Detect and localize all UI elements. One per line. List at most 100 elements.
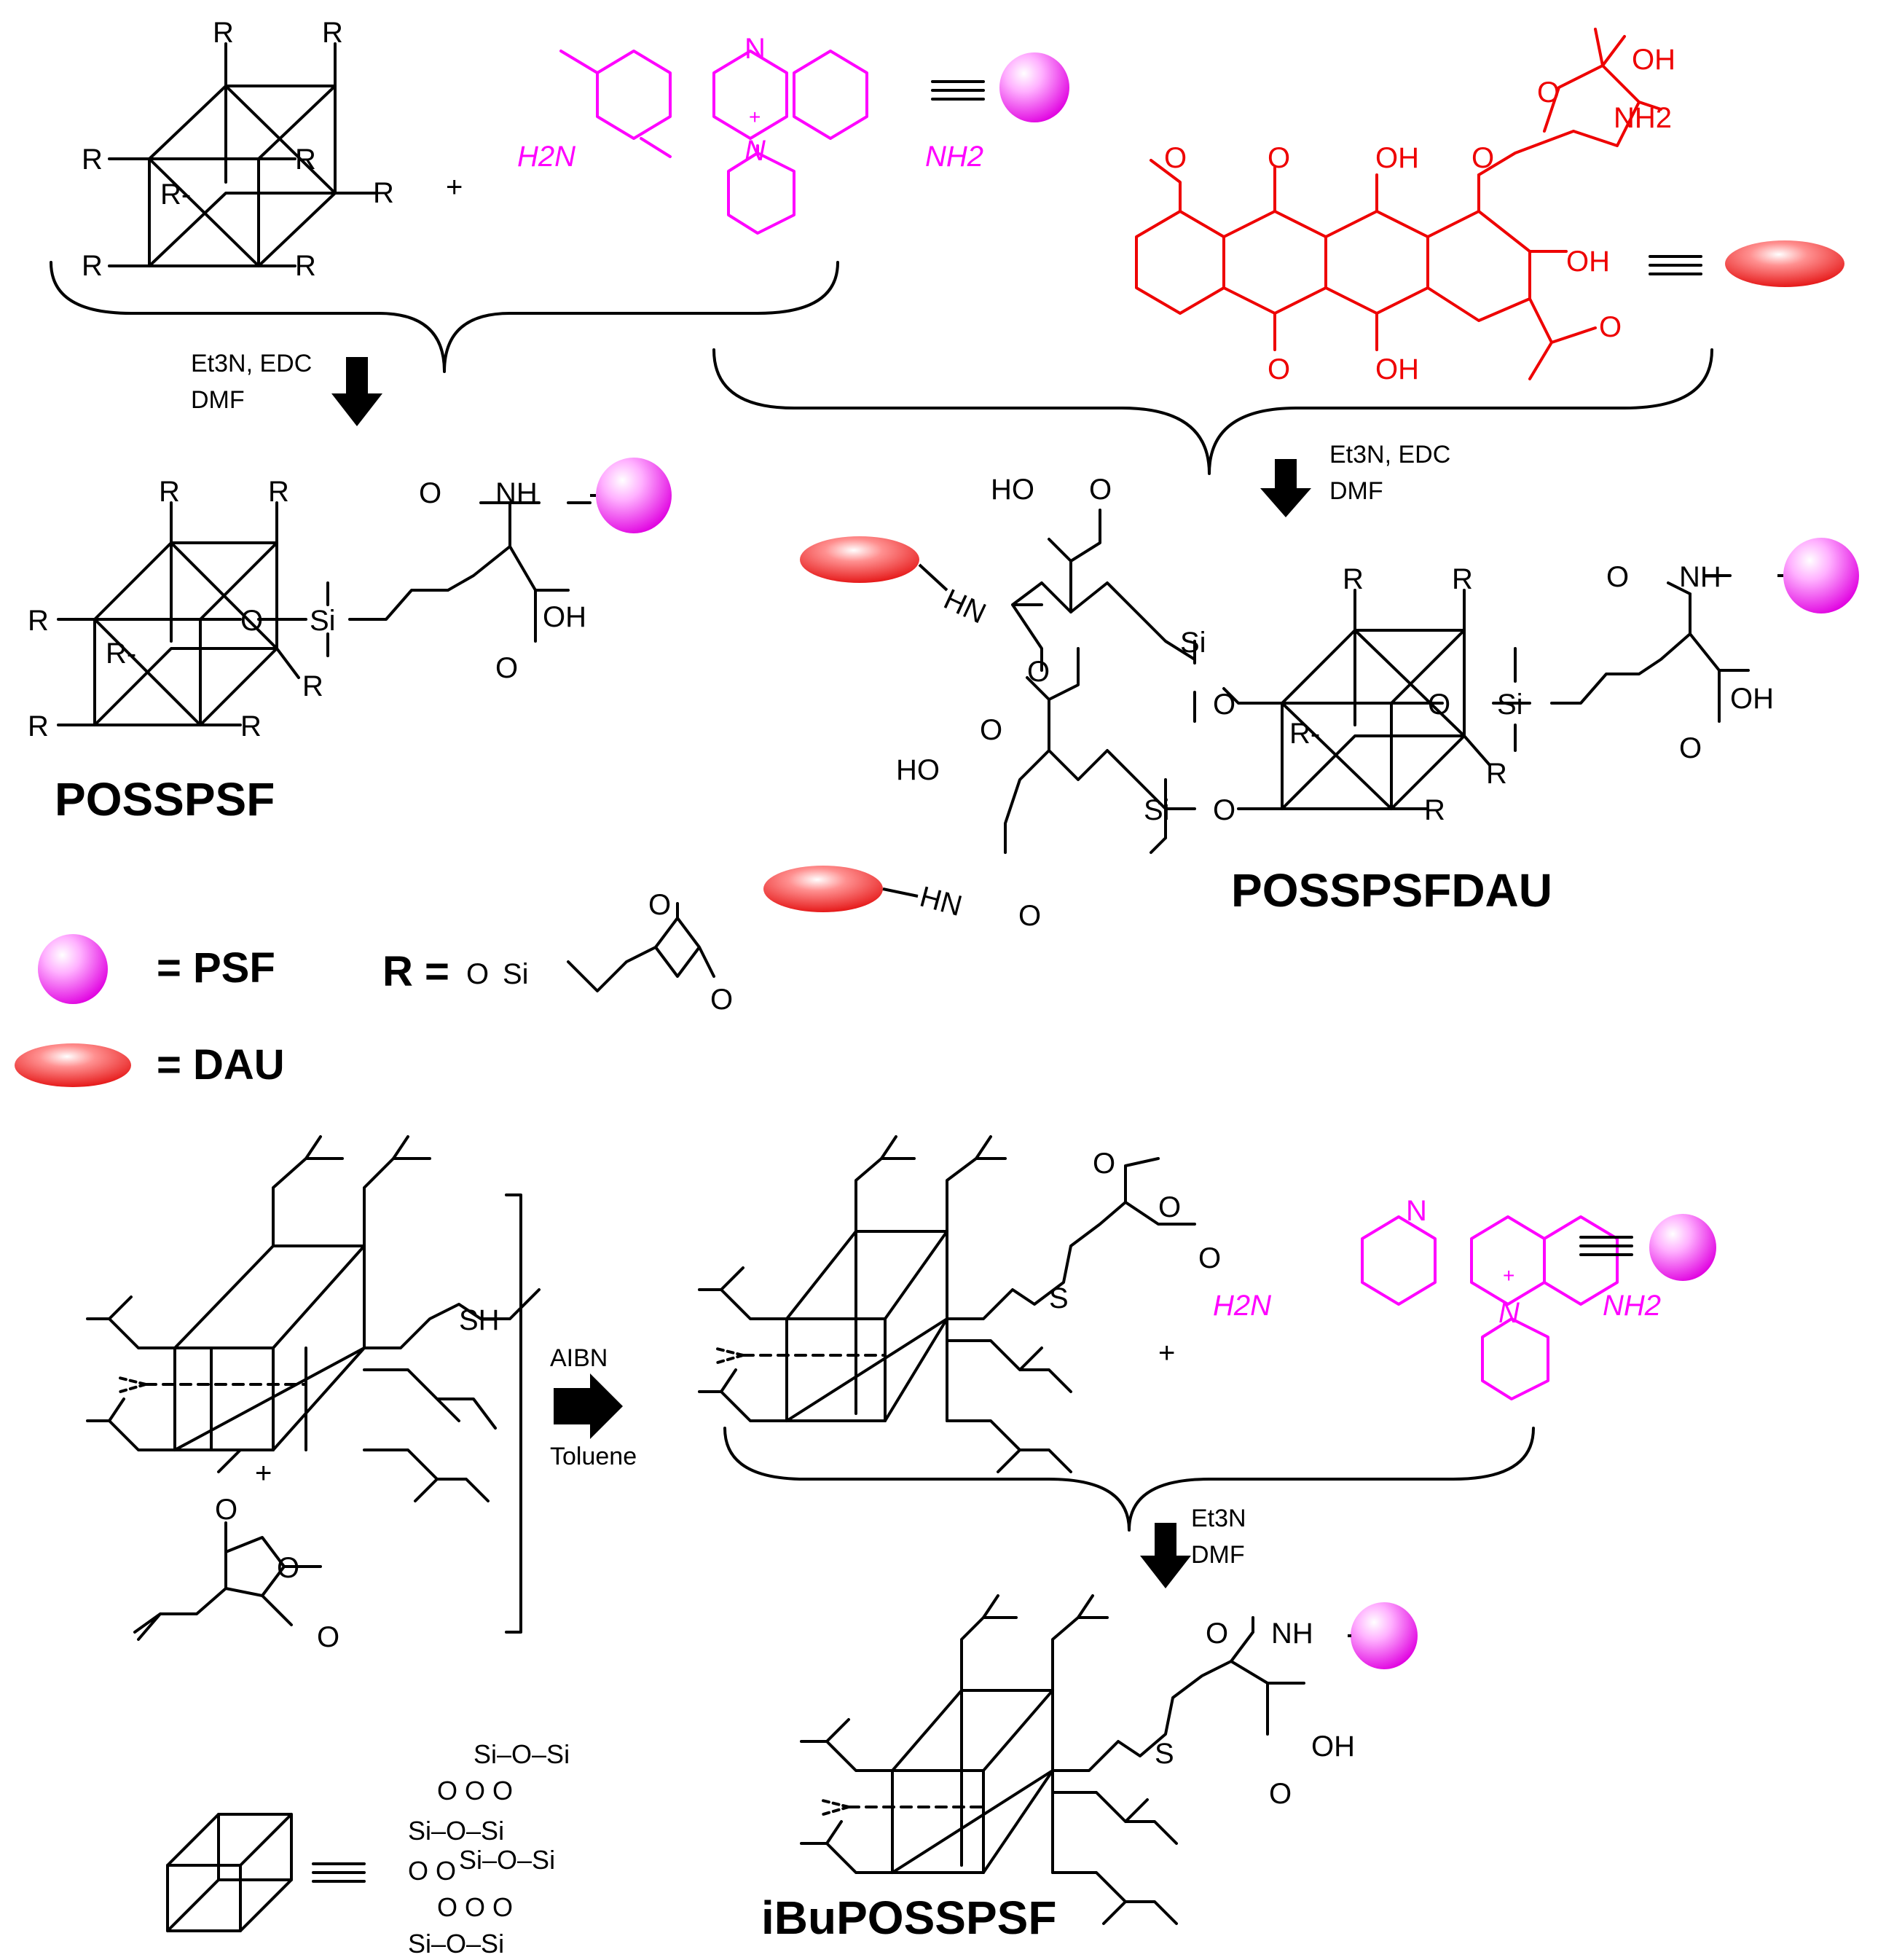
atom-h2n: H2N [517, 141, 575, 173]
atom-o: O [710, 984, 733, 1016]
atom-r: R [159, 476, 180, 508]
atom-nh: NH [1271, 1618, 1313, 1650]
dau-ellipse-legend [15, 1043, 131, 1087]
legend-psf-label: = PSF [157, 944, 275, 992]
svg-text:O O O: O O O [437, 1892, 513, 1922]
svg-text:Si–O–Si: Si–O–Si [408, 1816, 504, 1846]
condition-step4-line1: Et3N [1191, 1505, 1246, 1532]
legend-dau-label: = DAU [157, 1041, 285, 1089]
reactant-allyl-anhydride [133, 1521, 322, 1641]
atom-o: O [1537, 77, 1560, 109]
atom-o: O [1018, 900, 1041, 932]
equivalent-signs [312, 80, 1702, 1883]
atom-r: R [295, 250, 316, 282]
plus-sign: + [1158, 1337, 1175, 1369]
atom-oh: OH [1375, 353, 1419, 385]
atom-o: O [1472, 142, 1494, 174]
psf-sphere-bottom [1649, 1214, 1716, 1281]
atom-n: N [744, 135, 766, 167]
bracket [505, 1193, 522, 1634]
arrow-step3 [554, 1373, 623, 1439]
atom-r: R [1343, 563, 1364, 595]
atom-o: O [1268, 353, 1290, 385]
atom-o: O [466, 958, 489, 990]
svg-text:O O: O O [408, 1856, 456, 1886]
plus-sign: + [446, 171, 463, 203]
atom-r: R [240, 710, 262, 742]
product-label-ibuposspsf: iBuPOSSPSF [761, 1892, 1057, 1944]
product-posspsf-structure [57, 501, 592, 726]
dau-ellipse-reactant [1725, 240, 1844, 287]
atom-o: O [1158, 1191, 1181, 1223]
reactant-phenazine-2 [1361, 1215, 1619, 1400]
plus-sign: + [1503, 1264, 1514, 1287]
atom-r: R [302, 670, 323, 702]
atom-o: O [419, 477, 441, 509]
product-ibuposspsf-structure [800, 1594, 1305, 1925]
atom-oh: OH [1311, 1730, 1355, 1763]
arrow-step2 [1260, 459, 1311, 517]
svg-text:Si–O–Si: Si–O–Si [474, 1739, 570, 1769]
atom-o: O [1268, 142, 1290, 174]
atom-n: N [1406, 1195, 1427, 1227]
atom-o: O [1089, 474, 1112, 506]
atom-r-dash: R- [106, 638, 136, 670]
atom-o: O [980, 714, 1002, 746]
atom-s: S [1049, 1282, 1069, 1314]
brace-bottom [723, 1427, 1535, 1532]
atom-o: O [1027, 656, 1050, 688]
atom-oh: OH [1375, 142, 1419, 174]
r-group-structure [567, 902, 715, 992]
condition-step3-line2: Toluene [550, 1443, 637, 1470]
reactant-thiol-poss [86, 1135, 541, 1502]
atom-r: R [28, 710, 49, 742]
psf-sphere-legend [38, 934, 108, 1004]
condition-step2-line2: DMF [1329, 477, 1383, 505]
atom-nh: NH [1679, 561, 1721, 593]
atom-labels: R R R R R- R R R + N N + H2N NH2 O O OH … [28, 17, 1774, 1959]
atom-o: O [1428, 689, 1450, 721]
atom-r: R [373, 177, 394, 209]
atom-o: O [1213, 689, 1235, 721]
atom-nh2: NH2 [925, 141, 983, 173]
atom-hn: HN [916, 881, 965, 922]
silicate-cage: Si–O–Si O O O Si–O–Si O O Si–O–Si O O O … [408, 1739, 570, 1959]
psf-sphere-reactant [999, 52, 1069, 122]
atom-r-dash: R- [160, 179, 191, 211]
atom-si: Si [1497, 689, 1523, 721]
atom-oh: OH [1566, 246, 1610, 278]
atom-r: R [213, 17, 234, 49]
atom-oh: OH [543, 601, 586, 633]
atom-si: Si [310, 605, 336, 637]
atom-nh2-sugar: NH2 [1614, 102, 1672, 134]
plus-sign: + [749, 106, 761, 128]
reactant-poss-cube [108, 42, 377, 267]
brace-left [50, 261, 839, 373]
condition-step4-line2: DMF [1191, 1541, 1245, 1569]
atom-sh: SH [459, 1304, 500, 1336]
atom-r: R [1486, 758, 1507, 790]
reactant-daunorubicin [1135, 28, 1662, 380]
atom-s: S [1155, 1738, 1174, 1770]
atom-o: O [240, 605, 263, 637]
atom-o: O [1164, 142, 1187, 174]
atom-r: R [82, 250, 103, 282]
dau-ellipse-bottom [763, 866, 883, 912]
atom-ho: HO [991, 474, 1034, 506]
atom-r: R [1424, 794, 1445, 826]
atom-r: R [28, 605, 49, 637]
dau-ellipse-top [800, 536, 919, 583]
reaction-arrows [331, 357, 1311, 1588]
psf-sphere-ibu [1351, 1602, 1418, 1669]
arrow-step4 [1140, 1523, 1191, 1588]
plus-sign: + [255, 1457, 272, 1489]
psf-sphere-posspsf [596, 458, 672, 533]
legend-markers [15, 52, 1859, 1669]
arrow-step1 [331, 357, 382, 426]
atom-si: Si [1144, 794, 1170, 826]
atom-n: N [1498, 1297, 1520, 1329]
intermediate-thioether-poss [698, 1135, 1196, 1473]
atom-r-dash: R- [1289, 718, 1320, 750]
atom-r: R [295, 144, 316, 176]
